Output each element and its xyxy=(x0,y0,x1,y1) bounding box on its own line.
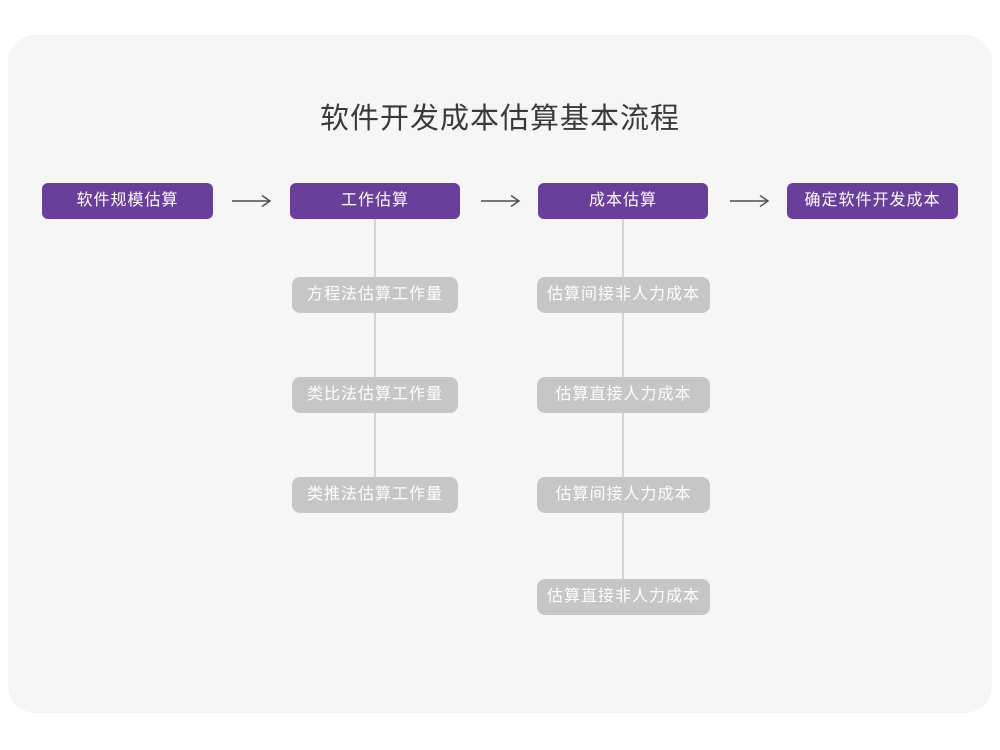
stage-box-work-estimation: 工作估算 xyxy=(290,183,460,219)
canvas-card xyxy=(8,35,992,713)
connector-line-work-estimation xyxy=(374,219,376,495)
substep-box-indirect-labor-cost: 估算间接人力成本 xyxy=(537,477,710,513)
substep-box-indirect-nonlabor-cost: 估算间接非人力成本 xyxy=(537,277,710,313)
stage-box-cost-estimation: 成本估算 xyxy=(538,183,708,219)
right-arrow-icon xyxy=(730,194,770,208)
page-title: 软件开发成本估算基本流程 xyxy=(319,103,680,135)
substep-box-equation-method: 方程法估算工作量 xyxy=(292,277,458,313)
stage-box-determine-development-cost: 确定软件开发成本 xyxy=(787,183,958,219)
stage-box-software-scale-estimation: 软件规模估算 xyxy=(42,183,213,219)
substep-box-analogy-method: 类比法估算工作量 xyxy=(292,377,458,413)
substep-box-direct-labor-cost: 估算直接人力成本 xyxy=(537,377,710,413)
right-arrow-icon xyxy=(232,194,272,208)
substep-box-direct-nonlabor-cost: 估算直接非人力成本 xyxy=(537,579,710,615)
right-arrow-icon xyxy=(481,194,521,208)
substep-box-extrapolation-method: 类推法估算工作量 xyxy=(292,477,458,513)
